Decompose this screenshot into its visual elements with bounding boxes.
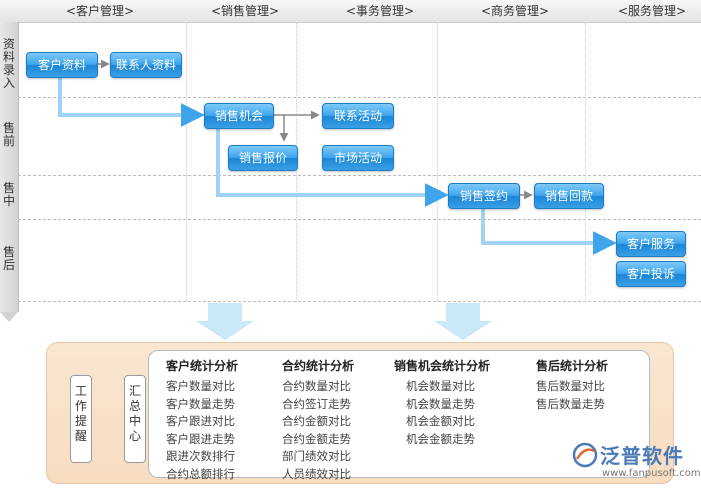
- lane-band: [0, 22, 19, 312]
- analysis-inner-panel: [148, 350, 650, 478]
- lane-divider: [18, 175, 701, 176]
- connector-opportunity-to-contract: [216, 127, 449, 207]
- down-arrow-right: [434, 303, 492, 340]
- node-sales-quote[interactable]: 销售报价: [228, 145, 298, 171]
- analysis-group-aftersale: 售后统计分析 售后数量对比 售后数量走势: [536, 357, 608, 413]
- list-item[interactable]: 机会金额走势: [406, 431, 475, 446]
- group-title: 客户统计分析: [166, 359, 239, 373]
- lane-divider: [18, 219, 701, 220]
- lane-label-data-entry: 资 料 录 入: [2, 37, 15, 90]
- column-header-sales: <销售管理>: [210, 4, 280, 18]
- list-item[interactable]: 合约金额对比: [282, 414, 351, 428]
- node-market-activity[interactable]: 市场活动: [322, 145, 394, 171]
- lane-label-presale: 售 前: [2, 121, 15, 148]
- list-item[interactable]: 合约数量对比: [282, 379, 351, 393]
- column-divider: [437, 22, 438, 302]
- node-sales-contract[interactable]: 销售签约: [448, 183, 520, 209]
- column-header-customer: <客户管理>: [65, 4, 135, 18]
- connector-contract-to-service: [481, 207, 617, 255]
- column-divider: [585, 22, 586, 302]
- column-header-bar: [0, 0, 701, 23]
- summary-center-box[interactable]: 汇 总 中 心: [124, 375, 146, 463]
- lane-divider: [18, 97, 701, 98]
- node-sales-payment[interactable]: 销售回款: [534, 183, 604, 209]
- list-item[interactable]: 部门绩效对比: [282, 449, 351, 463]
- lane-label-aftersale: 售 后: [2, 245, 15, 272]
- connector-customer-to-opportunity: [58, 76, 205, 127]
- group-title: 合约统计分析: [282, 359, 355, 373]
- list-item[interactable]: 机会金额对比: [406, 414, 475, 428]
- flow-connectors: [58, 59, 617, 340]
- column-divider: [186, 22, 187, 302]
- work-reminder-box[interactable]: 工 作 提 醒: [70, 375, 92, 463]
- list-item[interactable]: 机会数量走势: [406, 396, 475, 411]
- list-item[interactable]: 机会数量对比: [406, 379, 475, 393]
- node-customer-info[interactable]: 客户资料: [26, 52, 98, 78]
- lane-divider: [18, 301, 701, 302]
- column-header-service: <服务管理>: [617, 4, 687, 18]
- list-item[interactable]: 人员绩效对比: [282, 466, 351, 481]
- node-contact-activity[interactable]: 联系活动: [322, 103, 394, 129]
- group-title: 销售机会统计分析: [394, 359, 491, 373]
- lane-label-insale: 售 中: [2, 181, 15, 208]
- list-item[interactable]: 客户跟进对比: [166, 414, 235, 428]
- list-item[interactable]: 合约总额排行: [166, 466, 235, 481]
- list-item[interactable]: 客户数量对比: [166, 379, 235, 393]
- analysis-group-opportunity: 销售机会统计分析 机会数量对比 机会数量走势 机会金额对比 机会金额走势: [394, 357, 490, 448]
- analysis-group-customer: 客户统计分析 客户数量对比 客户数量走势 客户跟进对比 客户跟进走势 跟进次数排…: [166, 357, 238, 483]
- list-item[interactable]: 售后数量走势: [536, 396, 605, 411]
- list-item[interactable]: 合约金额走势: [282, 431, 351, 446]
- brand-name: 泛普软件: [600, 444, 684, 468]
- list-item[interactable]: 客户数量走势: [166, 396, 235, 411]
- down-arrow-left: [196, 303, 254, 340]
- node-contact-info[interactable]: 联系人资料: [110, 52, 182, 78]
- node-customer-service[interactable]: 客户服务: [616, 231, 686, 257]
- node-sales-opportunity[interactable]: 销售机会: [204, 103, 274, 129]
- group-title: 售后统计分析: [536, 359, 609, 373]
- brand-url: www.fanpusoft.com: [602, 468, 701, 479]
- node-customer-complaint[interactable]: 客户投诉: [616, 261, 686, 287]
- list-item[interactable]: 跟进次数排行: [166, 449, 235, 463]
- column-header-business: <商务管理>: [480, 4, 550, 18]
- list-item[interactable]: 客户跟进走势: [166, 431, 235, 446]
- list-item[interactable]: 合约签订走势: [282, 396, 351, 411]
- column-header-affairs: <事务管理>: [345, 4, 415, 18]
- lane-band-arrow: [0, 312, 18, 322]
- brand-logo-icon: [572, 442, 598, 468]
- list-item[interactable]: 售后数量对比: [536, 379, 605, 393]
- brand-watermark: 泛普软件 www.fanpusoft.com: [572, 440, 701, 484]
- analysis-group-contract: 合约统计分析 合约数量对比 合约签订走势 合约金额对比 合约金额走势 部门绩效对…: [282, 357, 354, 483]
